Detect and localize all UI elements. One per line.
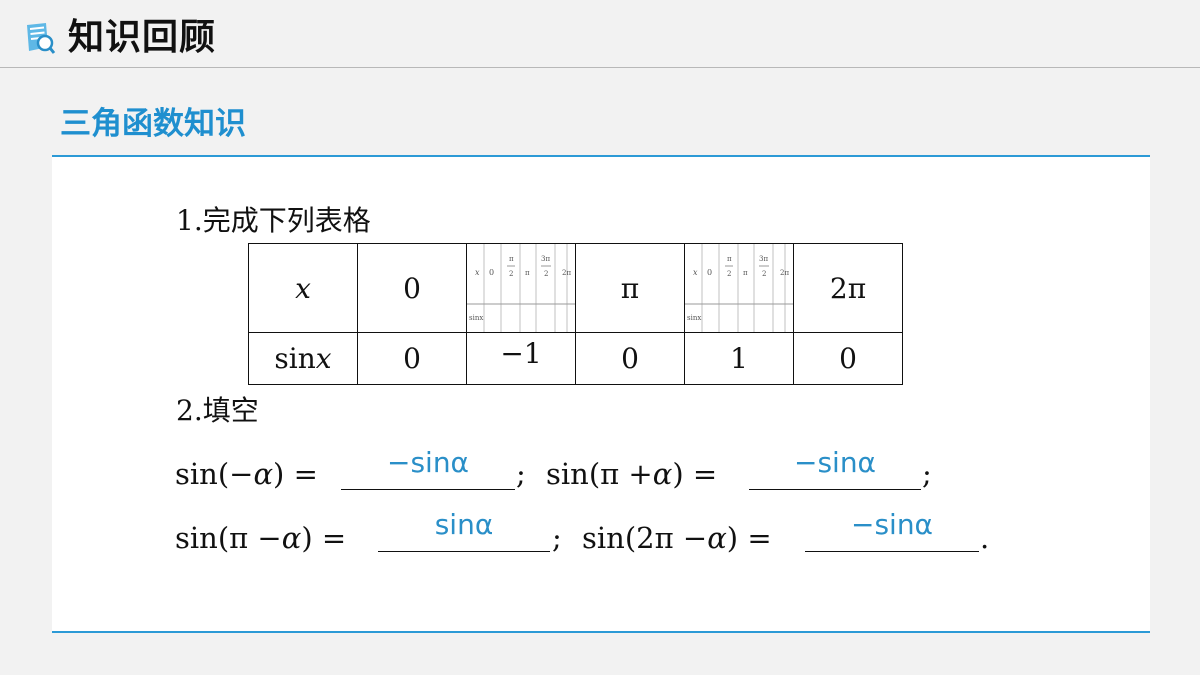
header-bar: 知识回顾 <box>0 0 1200 68</box>
thumb-value: 3π <box>759 255 768 263</box>
question-2-heading: 2.填空 <box>176 394 259 427</box>
answer-blank <box>805 551 979 552</box>
table-thumbnail: x 0 π 2 π 3π 2 2π sinx <box>685 244 793 332</box>
separator: ; <box>552 521 562 555</box>
content-panel <box>52 156 1150 632</box>
sine-value-table: x 0 x 0 π 2 π 3π <box>248 243 903 385</box>
thumb-value: π <box>525 269 530 277</box>
thumb-value: 3π <box>541 255 550 263</box>
thumb-value: 2 <box>544 270 548 278</box>
thumb-x-label: x <box>693 268 698 277</box>
section-divider-bottom <box>52 631 1150 633</box>
thumb-value: 2 <box>727 270 731 278</box>
thumb-value: 0 <box>489 268 494 277</box>
separator: ; <box>922 457 932 491</box>
separator: ; <box>516 457 526 491</box>
formula-line-2-right: sin(2π −α) = <box>582 521 772 555</box>
book-search-icon <box>24 21 56 55</box>
x-value-thumbnail-cell: x 0 π 2 π 3π 2 2π sinx <box>466 243 576 333</box>
thumb-sin-label: sinx <box>687 314 701 322</box>
row-label-sinx: sinx <box>248 332 358 385</box>
thumb-value: 2 <box>509 270 513 278</box>
section-title: 三角函数知识 <box>60 106 246 142</box>
thumb-value: π <box>509 255 514 263</box>
blank-answer: −sinα <box>850 508 934 541</box>
thumb-value: π <box>743 269 748 277</box>
thumb-value: 2 <box>762 270 766 278</box>
blank-answer: −sinα <box>386 446 470 479</box>
table-row-sinx: sinx 0 −1 0 1 0 <box>248 332 903 385</box>
answer-cell: 1 <box>684 332 794 385</box>
formula-line-1-right: sin(π +α) = <box>546 457 718 491</box>
answer-blank <box>749 489 921 490</box>
thumb-sin-label: sinx <box>469 314 483 322</box>
thumb-value: 2π <box>780 269 789 277</box>
section-divider-top <box>52 155 1150 157</box>
thumb-value: 0 <box>707 268 712 277</box>
blank-answer: −sinα <box>793 446 877 479</box>
answer-cell: −1 <box>466 332 576 385</box>
x-value-cell: 2π <box>793 243 903 333</box>
table-thumbnail: x 0 π 2 π 3π 2 2π sinx <box>467 244 575 332</box>
x-value-cell: 0 <box>357 243 467 333</box>
row-label-x: x <box>248 243 358 333</box>
thumb-value: 2π <box>562 269 571 277</box>
formula-line-2-left: sin(π −α) = <box>175 521 347 555</box>
formula-line-1-left: sin(−α) = <box>175 457 318 491</box>
answer-cell: 0 <box>357 332 467 385</box>
page-title: 知识回顾 <box>68 17 217 58</box>
x-value-thumbnail-cell: x 0 π 2 π 3π 2 2π sinx <box>684 243 794 333</box>
x-value-cell: π <box>575 243 685 333</box>
thumb-x-label: x <box>475 268 480 277</box>
answer-blank <box>378 551 550 552</box>
thumb-value: π <box>727 255 732 263</box>
blank-answer: sinα <box>434 508 494 541</box>
answer-cell: 0 <box>793 332 903 385</box>
answer-blank <box>341 489 515 490</box>
question-1-heading: 1.完成下列表格 <box>176 204 371 237</box>
answer-cell: 0 <box>575 332 685 385</box>
period: . <box>980 521 990 555</box>
table-row-x: x 0 x 0 π 2 π 3π <box>248 243 903 333</box>
